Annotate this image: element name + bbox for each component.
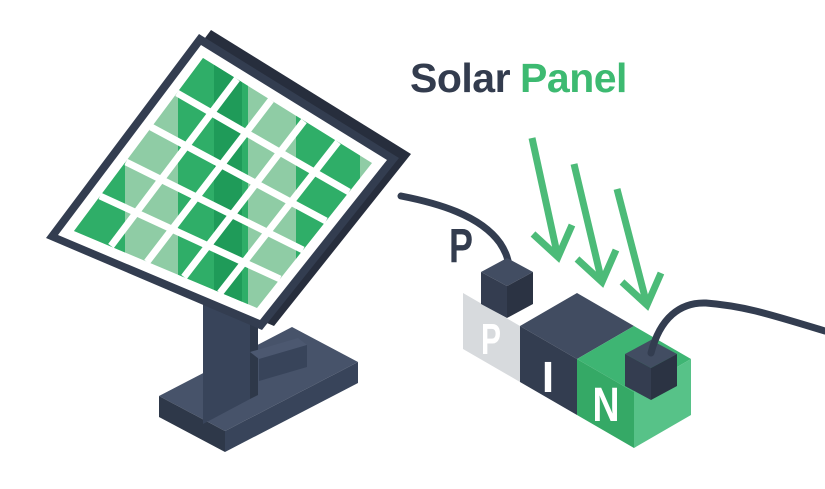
arrow-shaft (570, 163, 605, 279)
n-connector-front (625, 354, 651, 400)
gridline (149, 123, 328, 225)
arrow-head (574, 248, 620, 288)
stand-base-side (159, 396, 225, 452)
wire-n-terminal-out (647, 299, 825, 357)
stand-brace-front (259, 345, 307, 381)
sunlight-arrow (613, 188, 665, 311)
arrow-head (619, 271, 665, 311)
p-terminal-connector (481, 258, 533, 318)
arrow-head (530, 223, 576, 263)
p-section-front (463, 293, 520, 382)
gridline (175, 89, 351, 196)
n-section-letter: N (593, 379, 620, 432)
panel-gridlines (98, 76, 351, 296)
gridline (217, 139, 341, 296)
gridline (144, 97, 274, 265)
n-terminal-connector (625, 340, 677, 400)
sunlight-arrow (528, 137, 576, 263)
n-section-front (577, 359, 634, 448)
gridline (98, 192, 282, 283)
p-connector-side (507, 272, 533, 318)
sunlight-arrows (528, 137, 665, 311)
p-connector-front (481, 272, 507, 318)
i-section-front (520, 326, 577, 415)
arrow-shaft (528, 137, 561, 254)
p-section-letter: P (481, 315, 501, 364)
stand-base-front (225, 362, 358, 452)
arrow-shaft (613, 188, 650, 302)
gridline (124, 158, 305, 254)
sunlight-arrow (570, 163, 620, 288)
gridline (181, 118, 307, 280)
stand-brace-top (250, 338, 307, 359)
gridline (108, 76, 240, 249)
p-terminal-label: P (449, 220, 473, 273)
title-word-solar: Solar (410, 55, 511, 101)
title-word-panel: Panel (520, 55, 627, 101)
i-section-letter: I (542, 353, 554, 402)
n-connector-side (651, 354, 677, 400)
